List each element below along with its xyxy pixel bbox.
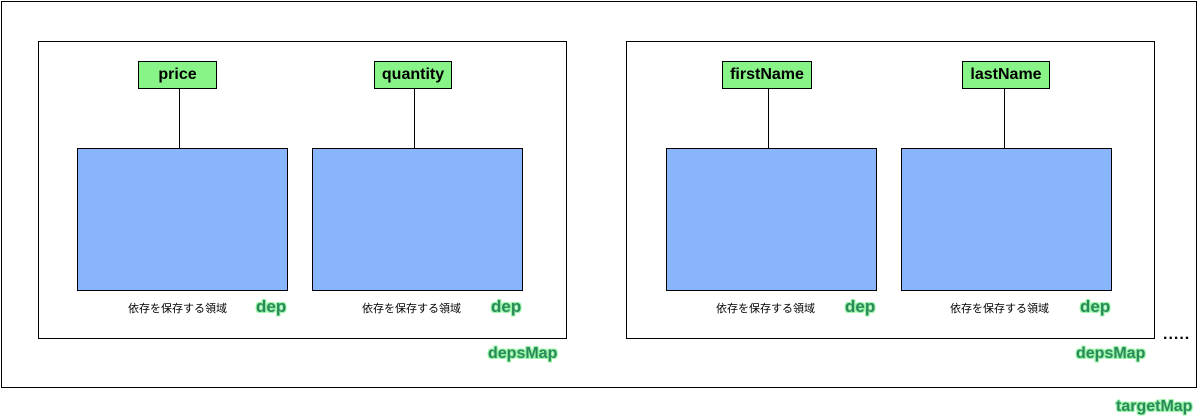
dep-label-price: dep <box>256 297 287 316</box>
dep-box-quantity <box>312 148 523 291</box>
dep-label-quantity: dep <box>491 297 522 316</box>
dep-label-firstName: dep <box>845 297 876 316</box>
connector-quantity <box>414 89 415 148</box>
key-quantity: quantity <box>374 61 452 89</box>
target-map-label: targetMap <box>1116 398 1193 415</box>
dep-caption-quantity: 依存を保存する領域 <box>362 303 461 315</box>
connector-firstName <box>768 89 769 148</box>
key-firstName: firstName <box>722 61 812 89</box>
dep-caption-lastName: 依存を保存する領域 <box>950 303 1049 315</box>
dep-box-firstName <box>666 148 877 291</box>
connector-price <box>179 89 180 148</box>
deps-map-label-2: depsMap <box>1076 345 1146 362</box>
dep-box-price <box>77 148 288 291</box>
dep-label-lastName: dep <box>1080 297 1111 316</box>
more-deps-maps-ellipsis: ..... <box>1163 326 1191 343</box>
dep-box-lastName <box>901 148 1112 291</box>
dep-caption-price: 依存を保存する領域 <box>128 303 227 315</box>
deps-map-label-1: depsMap <box>488 345 558 362</box>
connector-lastName <box>1004 89 1005 148</box>
key-lastName: lastName <box>962 61 1050 89</box>
target-map-container <box>1 1 1197 388</box>
key-price: price <box>138 61 217 89</box>
dep-caption-firstName: 依存を保存する領域 <box>716 303 815 315</box>
